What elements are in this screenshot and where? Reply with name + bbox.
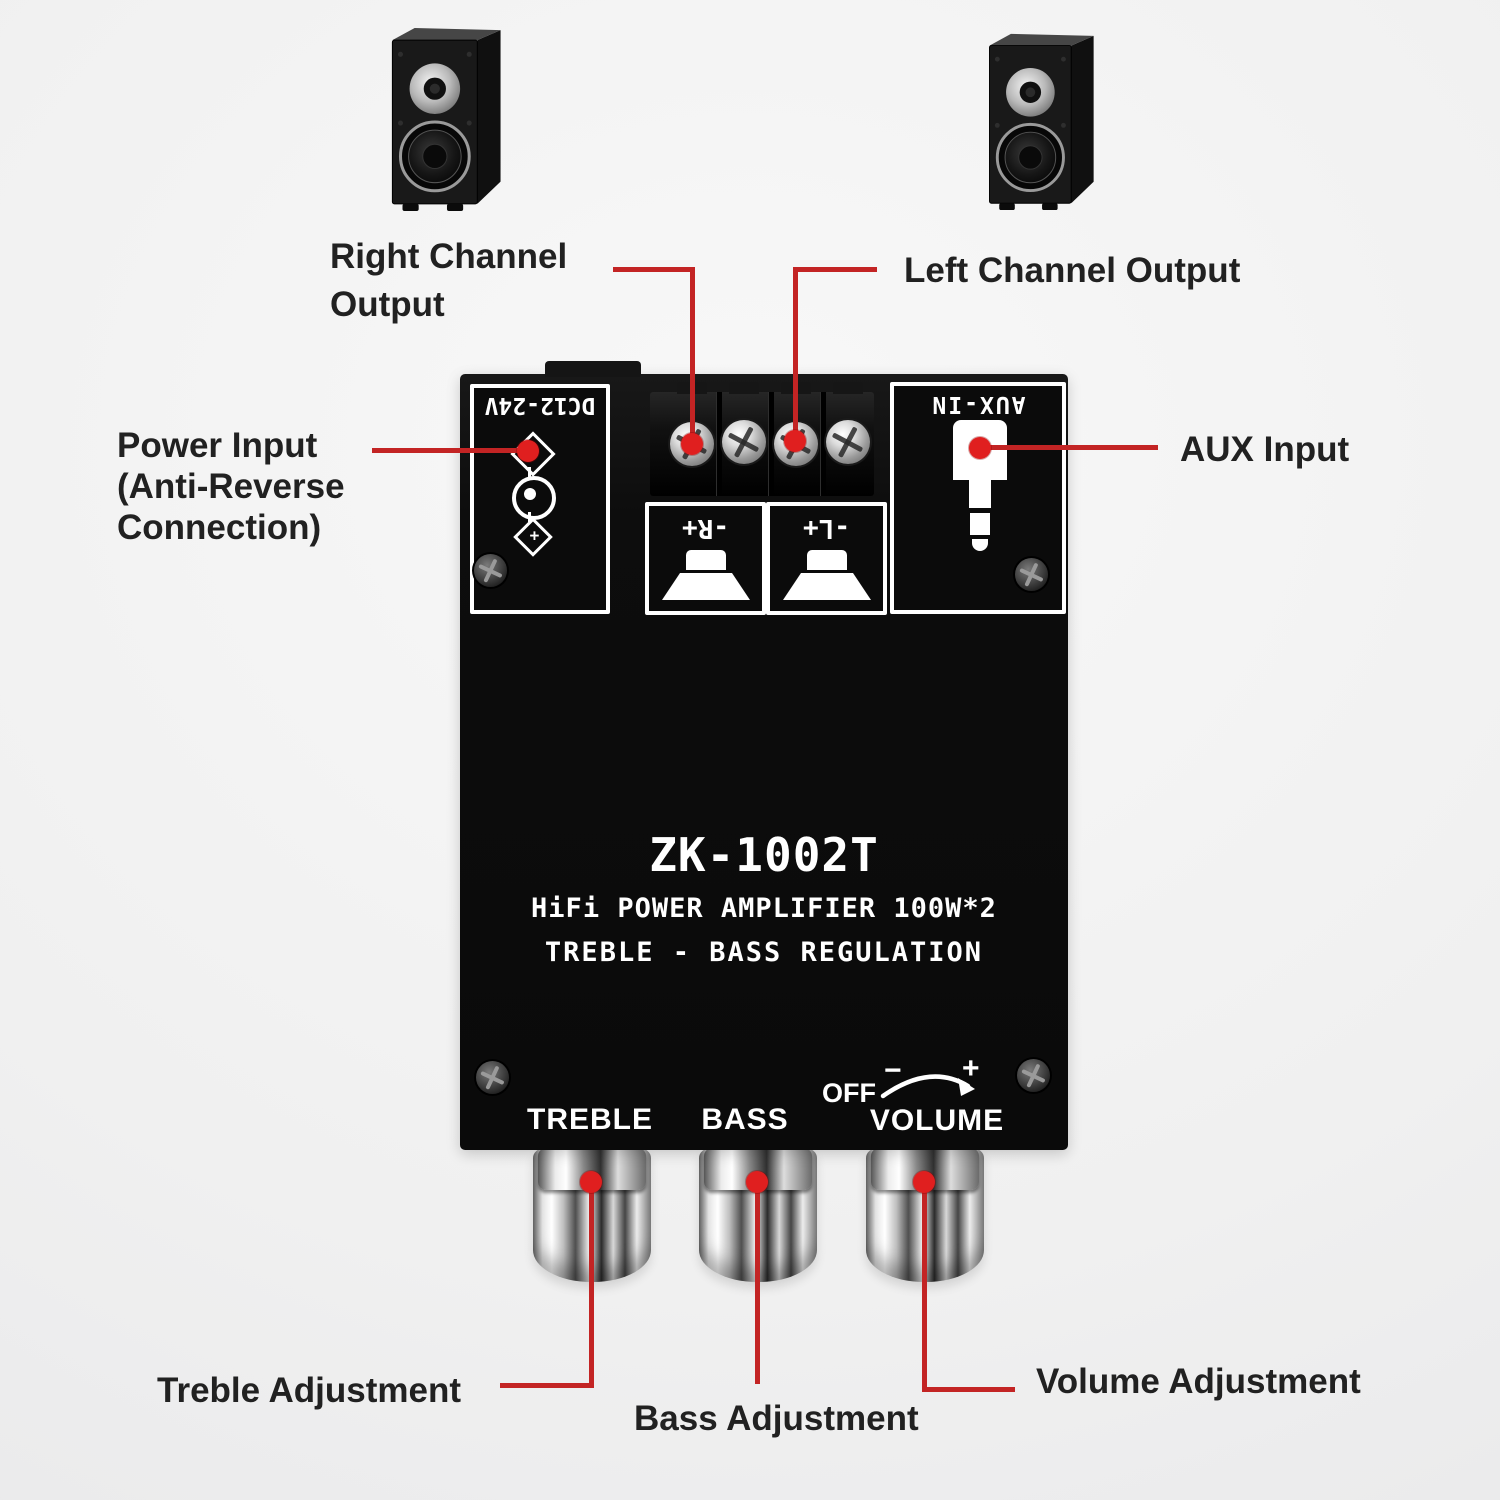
board-top-connector xyxy=(545,361,641,377)
right-channel-callout-dot xyxy=(681,433,703,455)
left-output-panel: -L+ xyxy=(766,502,887,615)
aux-callout-line xyxy=(982,445,1158,450)
left-speaker-image xyxy=(989,33,1094,211)
bass-callout-dot xyxy=(746,1171,768,1193)
bass-callout-line-v xyxy=(755,1180,760,1384)
bass-adjustment-label: Bass Adjustment xyxy=(634,1399,919,1438)
volume-off-label: OFF xyxy=(822,1078,876,1108)
aux-port-label: AUX-IN xyxy=(930,391,1026,417)
terminal-screw-icon xyxy=(722,420,766,464)
treble-callout-line-v xyxy=(589,1180,594,1388)
right-channel-output-line2: Output xyxy=(330,285,445,324)
left-channel-callout-line-v xyxy=(793,267,798,443)
speaker-cone-icon xyxy=(782,550,871,600)
bass-panel-label: BASS xyxy=(701,1103,789,1136)
volume-minus-sign: − xyxy=(884,1054,902,1087)
right-channel-callout-line-v xyxy=(690,267,695,445)
volume-callout-line-v xyxy=(922,1180,927,1392)
power-input-callout-dot xyxy=(517,440,539,462)
screw-icon xyxy=(476,1061,509,1094)
terminal-screw-icon xyxy=(826,420,870,464)
board-subtitle-power: HiFi POWER AMPLIFIER 100W*2 xyxy=(531,893,997,924)
volume-panel-label: VOLUME xyxy=(869,1104,1005,1137)
aux-panel: AUX-IN xyxy=(890,382,1066,614)
volume-callout-dot xyxy=(913,1171,935,1193)
board-model-text: ZK-1002T xyxy=(649,828,879,882)
treble-adjustment-label: Treble Adjustment xyxy=(157,1371,462,1410)
right-channel-callout-line xyxy=(613,267,695,272)
right-channel-output-line1: Right Channel xyxy=(330,237,568,276)
polarity-plus-sign: + xyxy=(529,525,540,545)
power-input-callout-line xyxy=(372,448,530,453)
screw-icon xyxy=(1017,1059,1050,1092)
screw-icon xyxy=(474,554,507,587)
screw-icon xyxy=(1015,558,1048,591)
volume-callout-line-h xyxy=(922,1387,1015,1392)
left-channel-callout-line xyxy=(793,267,877,272)
speaker-cone-icon xyxy=(661,550,750,600)
amplifier-board: DC12-24V + -R+ xyxy=(460,361,1068,1150)
board-subtitle-regulation: TREBLE - BASS REGULATION xyxy=(544,937,984,968)
aux-callout-dot xyxy=(969,437,991,459)
right-channel-output-label: Right Channel Output xyxy=(330,236,567,325)
volume-adjustment-label: Volume Adjustment xyxy=(1036,1362,1361,1401)
treble-callout-dot xyxy=(580,1171,602,1193)
treble-callout-line-h xyxy=(500,1383,594,1388)
aux-input-label: AUX Input xyxy=(1180,430,1350,469)
treble-panel-label: TREBLE xyxy=(527,1103,653,1136)
left-channel-output-label: Left Channel Output xyxy=(904,251,1241,290)
rotation-arrow-icon xyxy=(880,1074,975,1099)
left-channel-callout-dot xyxy=(784,430,806,452)
dc-port-label: DC12-24V xyxy=(484,392,596,418)
power-input-label: Power Input (Anti-Reverse Connection) xyxy=(117,426,345,547)
dc-power-panel: DC12-24V + xyxy=(470,384,610,614)
volume-plus-sign: + xyxy=(962,1052,980,1085)
left-output-label: -L+ xyxy=(803,513,850,543)
right-output-label: -R+ xyxy=(682,513,729,543)
right-output-panel: -R+ xyxy=(645,502,766,615)
speaker-output-terminal-block xyxy=(650,382,874,496)
right-speaker-image xyxy=(391,28,501,211)
